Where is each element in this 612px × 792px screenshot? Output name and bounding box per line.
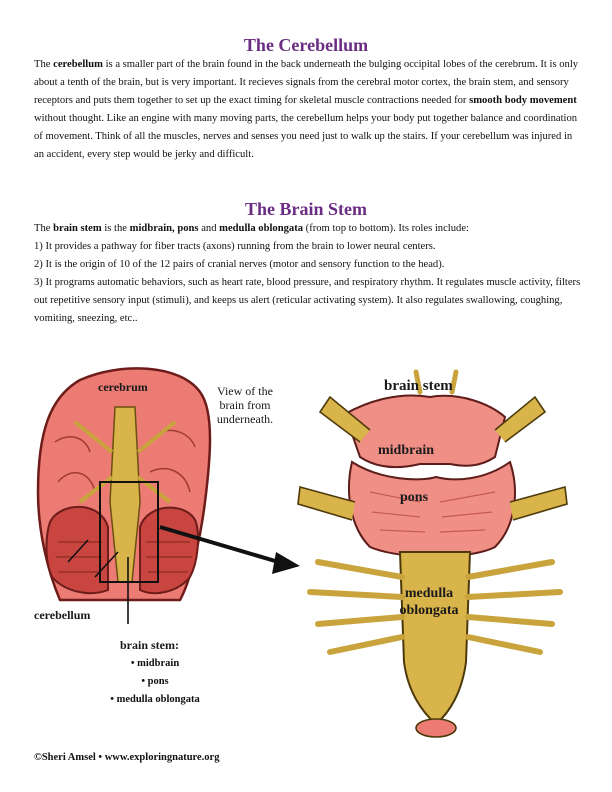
cerebellum-heading: The Cerebellum	[243, 35, 369, 55]
brainstem-detail	[297, 369, 568, 738]
view-caption-line: underneath.	[216, 412, 274, 426]
cerebellum-term: cerebellum	[53, 59, 103, 70]
medulla-term: medulla oblongata	[219, 223, 304, 234]
cerebellum-paragraph: The cerebellum is a smaller part of the …	[34, 56, 582, 164]
role-item: 2) It is the origin of 10 of the 12 pair…	[34, 259, 445, 270]
role-item: 3) It programs automatic behaviors, such…	[34, 277, 581, 324]
smooth-movement-term: smooth body movement	[469, 95, 577, 106]
label-cerebrum: cerebrum	[98, 380, 148, 394]
brainstem-parts-list: • midbrain • pons • medulla oblongata	[100, 655, 210, 709]
brainstem-heading: The Brain Stem	[244, 199, 367, 219]
midbrain-pons-term: midbrain, pons	[129, 223, 199, 234]
cerebellum-p-text2: without thought. Like an engine with man…	[34, 113, 578, 160]
zoom-arrow-line	[159, 525, 283, 565]
cerebellum-pointer-2	[94, 551, 119, 578]
brainstem-part-item: • medulla oblongata	[110, 694, 200, 705]
brainstem-intro: The brain stem is the midbrain, pons and…	[34, 220, 582, 238]
brainstem-parts-title: brain stem:	[120, 638, 179, 652]
detail-title: brain stem	[384, 378, 453, 394]
view-caption: View of the brain from underneath.	[200, 384, 290, 426]
zoom-arrow-head	[272, 552, 300, 574]
brain-underside	[36, 367, 212, 602]
cerebellum-pointer	[67, 539, 89, 563]
brain-illustration	[36, 367, 568, 738]
brainstem-term: brain stem	[53, 223, 102, 234]
brainstem-intro-word1: The	[34, 223, 54, 234]
brainstem-intro-text3: (from top to bottom). Its roles include:	[303, 223, 469, 234]
label-pons: pons	[400, 490, 429, 505]
label-medulla-line: oblongata	[399, 603, 459, 618]
brainstem-intro-text2: and	[198, 223, 220, 234]
brainstem-intro-text1: is the	[101, 223, 130, 234]
label-medulla-line: medulla	[404, 586, 454, 601]
copyright-footer: ©Sheri Amsel • www.exploringnature.org	[34, 752, 220, 763]
brainstem-part-item: • pons	[141, 676, 169, 687]
label-cerebellum: cerebellum	[34, 608, 91, 622]
view-caption-line: View of the	[217, 384, 273, 398]
view-caption-line: brain from	[219, 398, 271, 412]
cerebellum-p-word1: The	[34, 59, 54, 70]
cerebellum-p-text1: is a smaller part of the brain found in …	[34, 59, 579, 106]
label-medulla: medulla oblongata	[394, 585, 464, 619]
label-midbrain: midbrain	[378, 443, 435, 458]
brainstem-part-item: • midbrain	[130, 658, 180, 669]
role-item: 1) It provides a pathway for fiber tract…	[34, 241, 436, 252]
brainstem-paragraph: The brain stem is the midbrain, pons and…	[34, 220, 582, 328]
